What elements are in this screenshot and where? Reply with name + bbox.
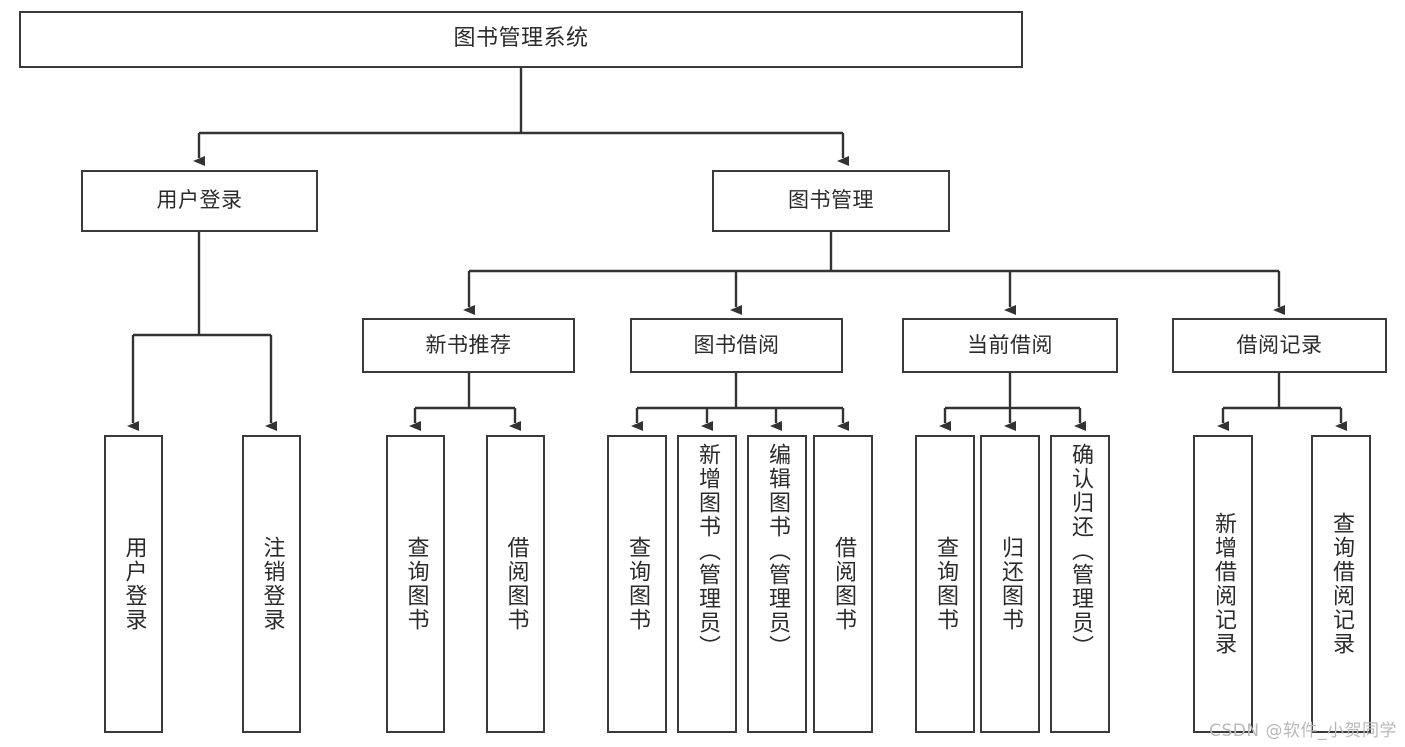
node-root-system[interactable]: 图书管理系统 (19, 11, 1023, 68)
node-label: 归还图书 (998, 536, 1023, 632)
node-label: 借阅记录 (1236, 332, 1323, 357)
node-label: 新书推荐 (425, 332, 512, 357)
node-label: 编辑图书（管理员） (765, 443, 790, 659)
leaf-borrow-add-book-admin[interactable]: 新增图书（管理员） (677, 435, 737, 733)
leaf-user-login-logout[interactable]: 注销登录 (242, 435, 301, 733)
leaf-new-book-query-book[interactable]: 查询图书 (386, 435, 445, 733)
node-label: 确认归还（管理员） (1068, 443, 1093, 659)
node-label: 图书管理 (788, 188, 874, 213)
node-label: 查询图书 (625, 536, 650, 632)
watermark-text: CSDN @软件_小贺同学 (1209, 721, 1397, 741)
leaf-current-return-book[interactable]: 归还图书 (980, 435, 1040, 733)
node-book-borrowing[interactable]: 图书借阅 (630, 318, 843, 373)
node-label: 查询图书 (403, 536, 429, 632)
leaf-user-login-login[interactable]: 用户登录 (104, 435, 163, 733)
leaf-borrow-edit-book-admin[interactable]: 编辑图书（管理员） (747, 435, 807, 733)
leaf-current-query-book[interactable]: 查询图书 (915, 435, 975, 733)
node-label: 新增借阅记录 (1211, 512, 1236, 656)
node-book-management[interactable]: 图书管理 (712, 170, 950, 232)
node-label: 图书管理系统 (453, 26, 589, 52)
leaf-record-add-borrow-record[interactable]: 新增借阅记录 (1193, 435, 1253, 733)
node-label: 查询借阅记录 (1329, 512, 1354, 656)
leaf-current-confirm-return-admin[interactable]: 确认归还（管理员） (1050, 435, 1110, 733)
node-label: 用户登录 (121, 536, 147, 632)
node-borrow-records[interactable]: 借阅记录 (1172, 318, 1387, 373)
leaf-record-query-borrow-record[interactable]: 查询借阅记录 (1311, 435, 1371, 733)
node-current-borrowing[interactable]: 当前借阅 (902, 318, 1118, 373)
node-label: 当前借阅 (967, 332, 1053, 357)
node-label: 借阅图书 (831, 536, 856, 632)
leaf-borrow-query-book[interactable]: 查询图书 (607, 435, 667, 733)
node-user-login[interactable]: 用户登录 (81, 170, 318, 232)
node-label: 新增图书（管理员） (695, 443, 720, 659)
node-new-book-recommendation[interactable]: 新书推荐 (362, 318, 575, 373)
node-label: 借阅图书 (503, 536, 529, 632)
node-label: 注销登录 (259, 536, 285, 632)
leaf-borrow-borrow-book[interactable]: 借阅图书 (813, 435, 873, 733)
node-label: 查询图书 (933, 536, 958, 632)
leaf-new-book-borrow-book[interactable]: 借阅图书 (486, 435, 545, 733)
node-label: 图书借阅 (693, 332, 780, 357)
node-label: 用户登录 (156, 188, 243, 213)
